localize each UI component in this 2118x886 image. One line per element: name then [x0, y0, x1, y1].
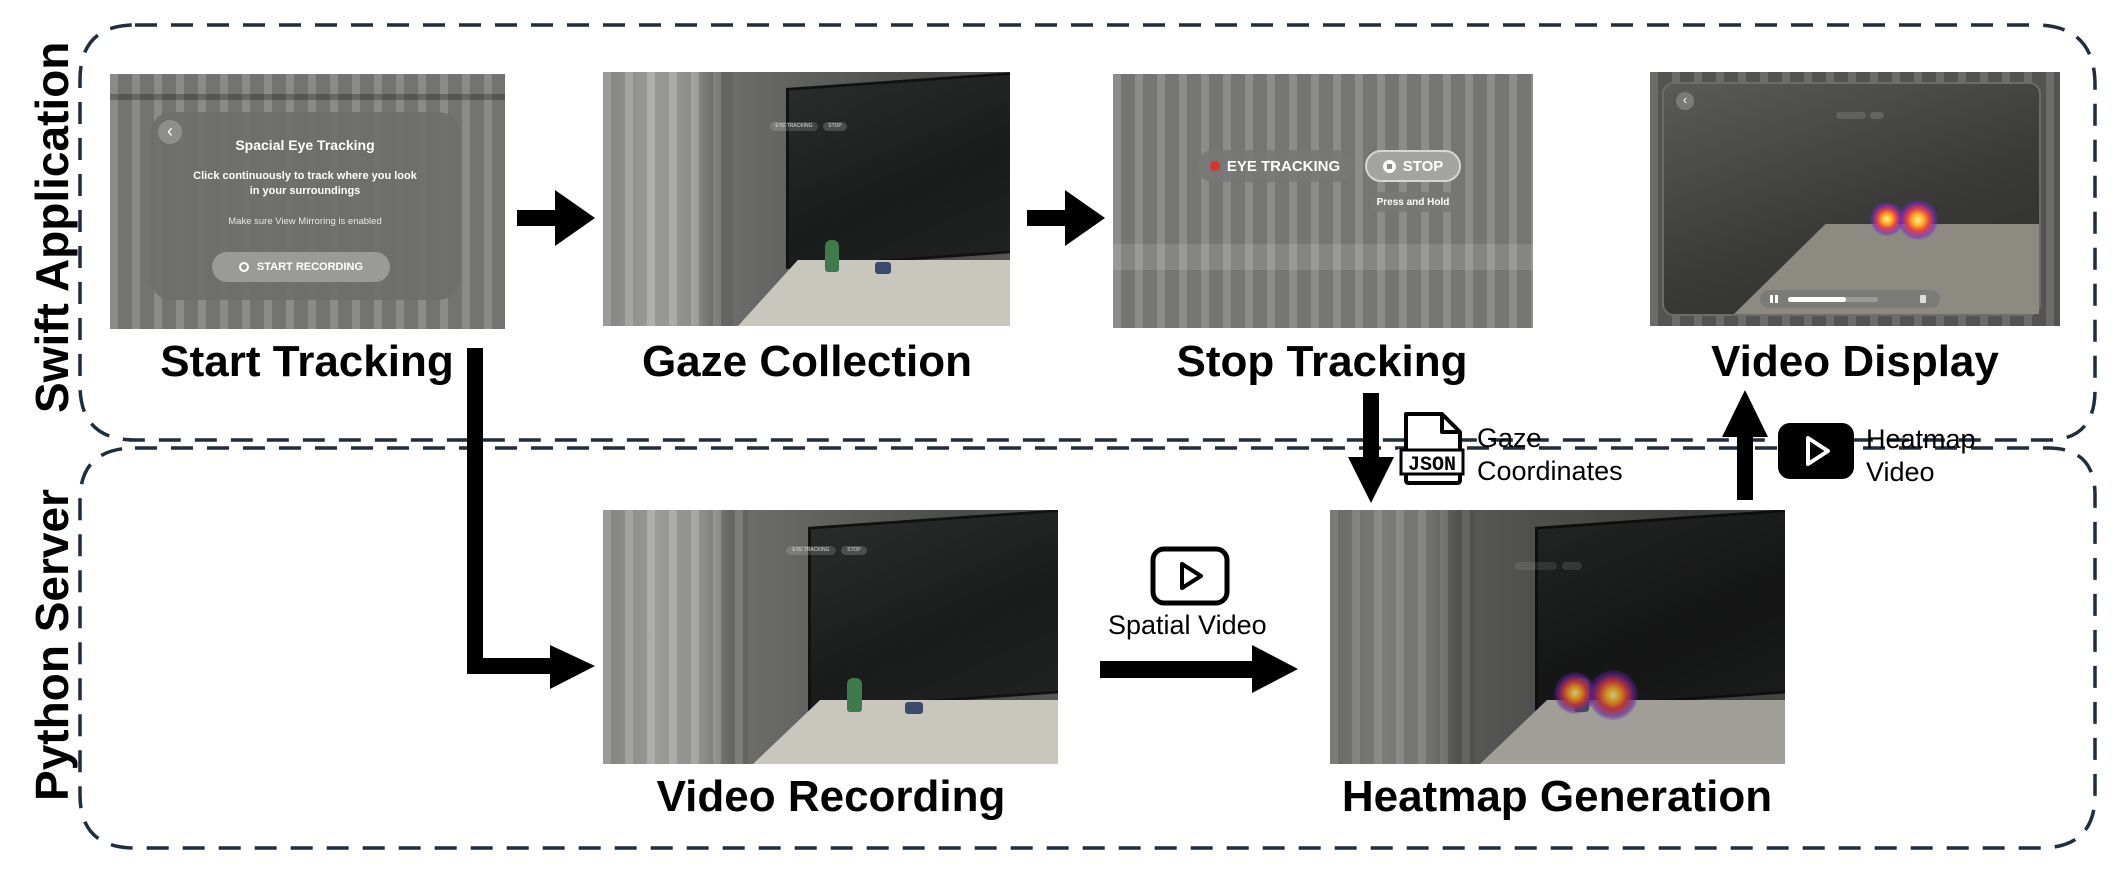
mini-eye-tracking-badge: EYE TRACKING — [770, 122, 818, 131]
back-button[interactable]: ‹ — [158, 120, 182, 144]
record-circle-icon — [238, 262, 249, 272]
heatmap-video-label: Heatmap Video — [1866, 424, 1976, 487]
arrow-stop-to-heatmap — [1348, 393, 1394, 503]
arrow-start-to-recording — [467, 348, 595, 689]
swift-lane-border — [78, 23, 2097, 442]
record-dot-icon — [1209, 161, 1220, 171]
heatmap-spot — [1898, 200, 1938, 240]
playback-controls — [1760, 290, 1940, 308]
arrow-heatmap-to-display — [1722, 390, 1768, 500]
mini-stop-badge — [1870, 112, 1884, 119]
mini-eye-tracking-badge — [1515, 562, 1557, 570]
lane-label-python: Python Server — [26, 489, 78, 801]
start-recording-label: START RECORDING — [256, 261, 364, 273]
start-dialog: ‹ Spacial Eye Tracking Click continuousl… — [150, 112, 460, 300]
dialog-note: Make sure View Mirroring is enabled — [228, 216, 382, 227]
volume-icon[interactable] — [1920, 295, 1926, 303]
mini-stop-badge: STOP — [823, 122, 847, 131]
eye-tracking-indicator: EYE TRACKING — [1197, 150, 1353, 182]
json-icon-label: JSON — [1408, 454, 1456, 477]
heatmap-video-play-icon — [1778, 423, 1854, 479]
spatial-video-label: Spatial Video — [1108, 610, 1267, 640]
eye-tracking-label: EYE TRACKING — [1226, 157, 1341, 175]
start-recording-button[interactable]: START RECORDING — [212, 252, 390, 282]
video-player-window: ‹ — [1662, 82, 2041, 316]
caption-start-tracking: Start Tracking — [160, 337, 454, 386]
json-file-icon: JSON — [1398, 412, 1466, 485]
dialog-line1: Click continuously to track where you lo… — [193, 170, 417, 182]
mini-eye-tracking-badge — [1836, 112, 1866, 119]
video-recording-screenshot: EYE TRACKING STOP — [603, 510, 1058, 764]
spatial-video-play-icon — [1150, 546, 1230, 606]
heatmap-generation-screenshot — [1330, 510, 1785, 764]
arrow-start-to-gaze — [517, 190, 595, 246]
pause-icon[interactable] — [1770, 295, 1778, 303]
stop-tracking-screenshot: EYE TRACKING STOP Press and Hold — [1113, 74, 1533, 328]
caption-stop-tracking: Stop Tracking — [1176, 337, 1468, 386]
caption-video-display: Video Display — [1711, 337, 1999, 386]
stop-label: STOP — [1402, 157, 1444, 175]
press-and-hold-hint: Press and Hold — [1369, 192, 1457, 212]
start-tracking-screenshot: ‹ Spacial Eye Tracking Click continuousl… — [110, 74, 505, 329]
dialog-line2: in your surroundings — [249, 185, 361, 197]
stop-circle-icon — [1382, 159, 1396, 173]
caption-gaze-collection: Gaze Collection — [641, 337, 973, 386]
video-display-screenshot: ‹ — [1650, 72, 2060, 326]
heatmap-spot — [1588, 670, 1638, 720]
dialog-title: Spacial Eye Tracking — [235, 137, 375, 153]
back-button[interactable]: ‹ — [1676, 92, 1694, 110]
caption-heatmap-generation: Heatmap Generation — [1341, 772, 1773, 821]
mini-stop-badge — [1562, 562, 1582, 570]
stop-button[interactable]: STOP — [1365, 150, 1461, 182]
gaze-collection-screenshot: EYE TRACKING STOP — [603, 72, 1010, 326]
gaze-coordinates-label: Gaze Coordinates — [1477, 423, 1623, 486]
playback-scrubber[interactable] — [1788, 297, 1878, 302]
mini-eye-tracking-badge: EYE TRACKING — [786, 546, 836, 555]
arrow-recording-to-heatmap — [1100, 645, 1298, 693]
arrow-gaze-to-stop — [1027, 190, 1105, 246]
lane-label-swift: Swift Application — [26, 41, 78, 413]
mini-stop-badge: STOP — [841, 546, 867, 555]
caption-video-recording: Video Recording — [656, 772, 1006, 821]
python-lane-border — [78, 446, 2097, 850]
